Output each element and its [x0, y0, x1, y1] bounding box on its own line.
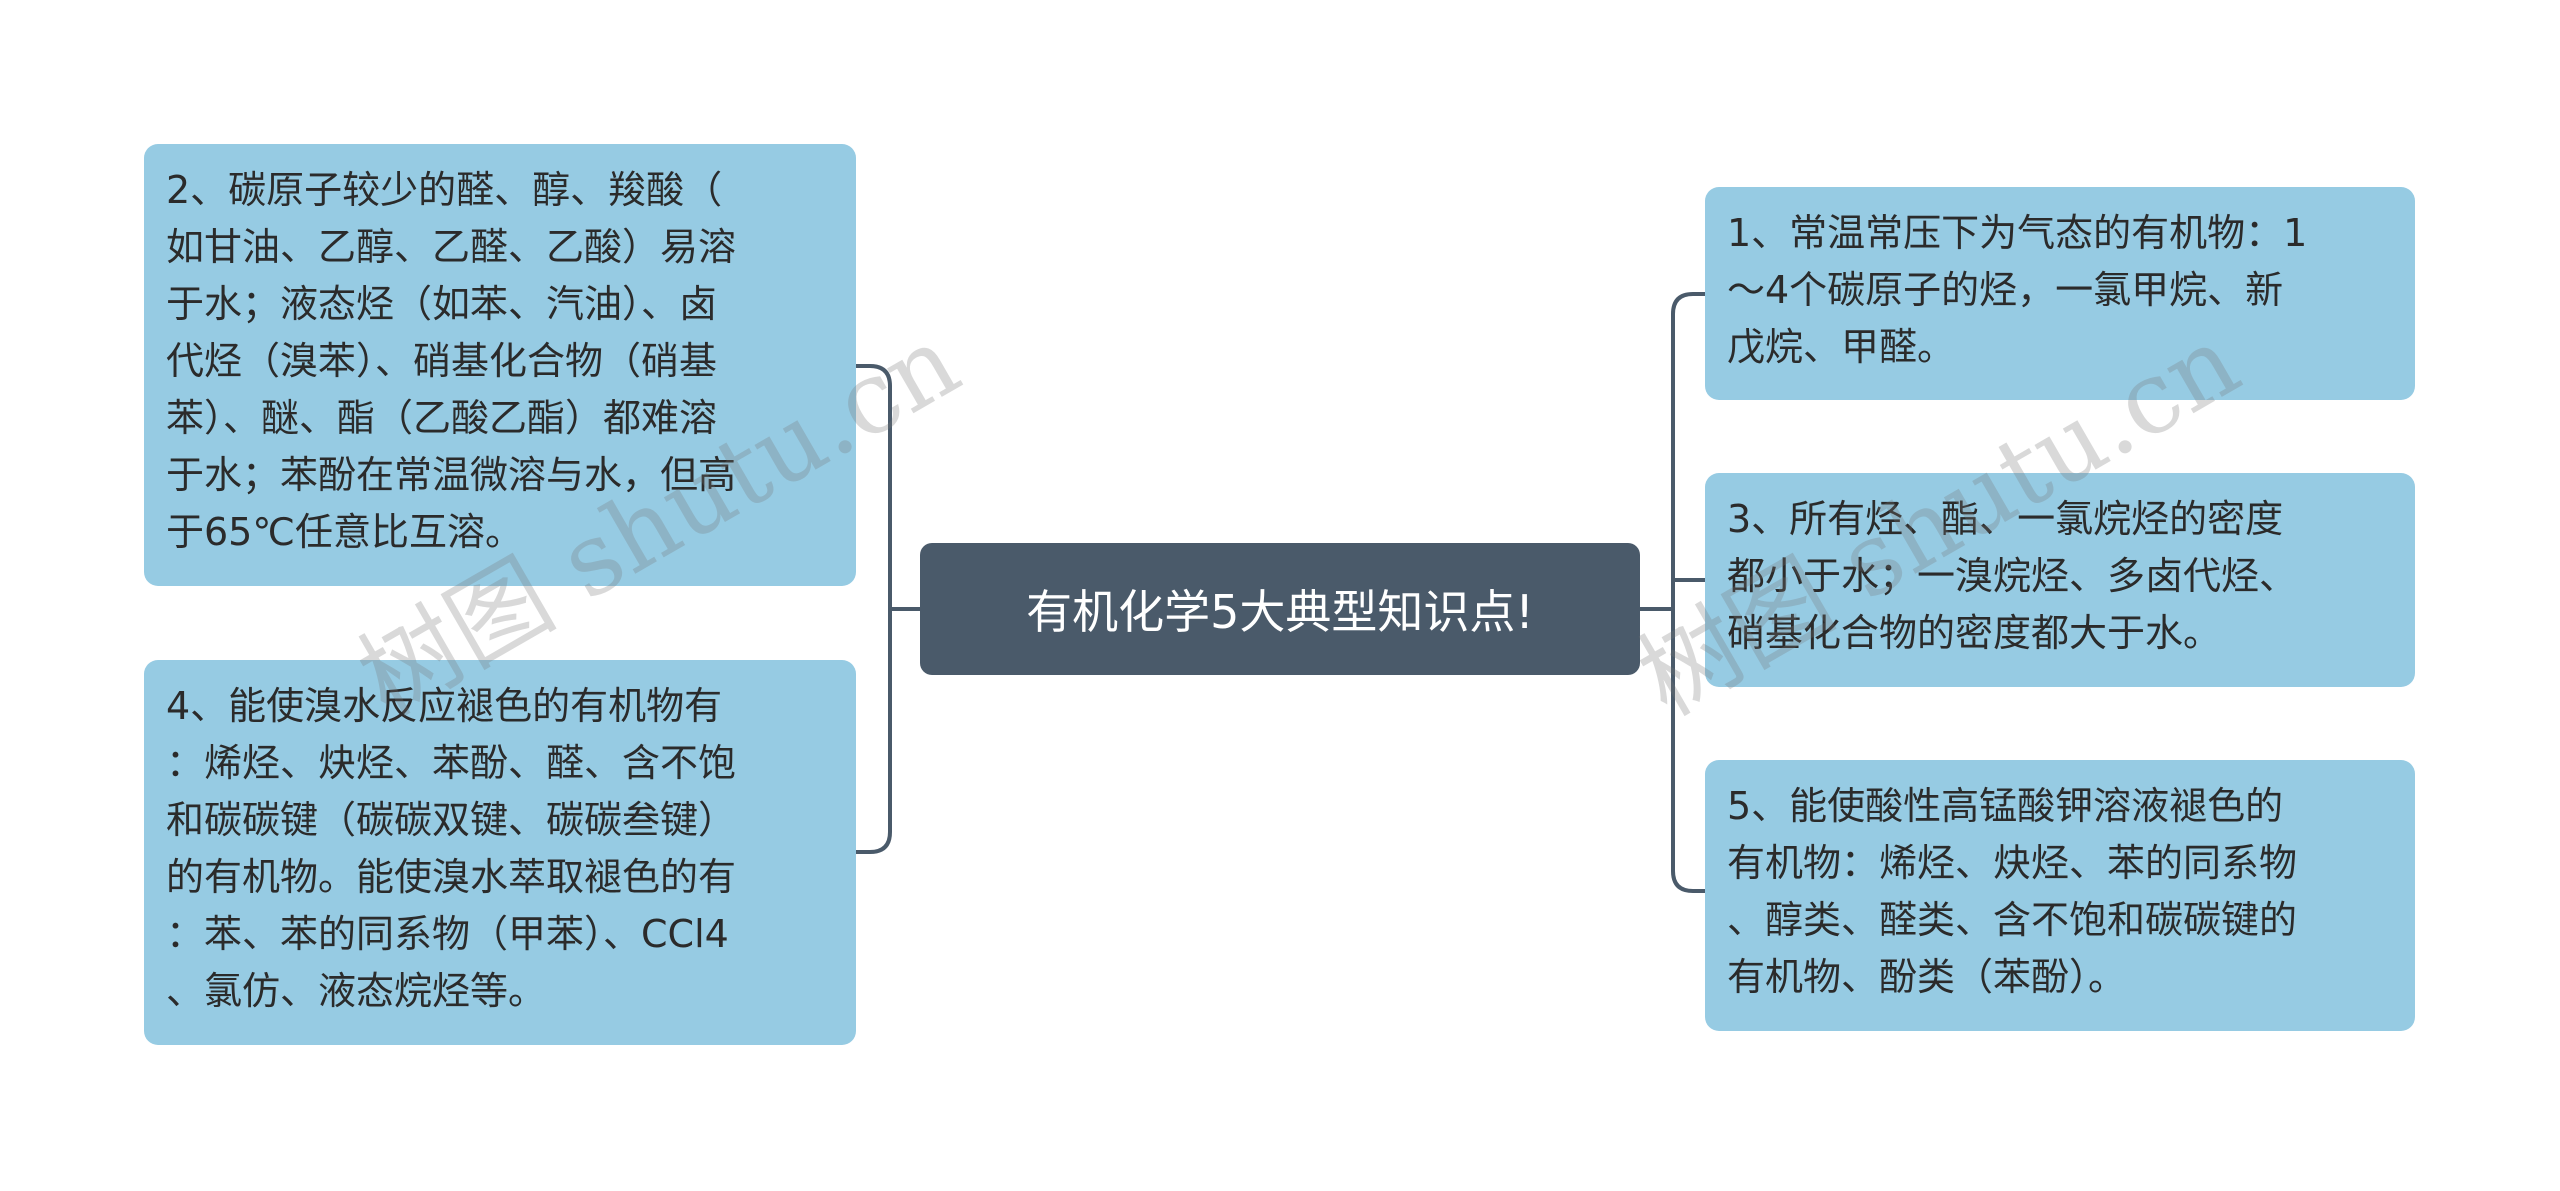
- connector-right: [1640, 292, 1705, 893]
- topic-node-4[interactable]: 4、能使溴水反应褪色的有机物有 ：烯烃、炔烃、苯酚、醛、含不饱 和碳碳键（碳碳双…: [144, 660, 856, 1045]
- connector-left: [856, 364, 920, 854]
- node-text: 和碳碳键（碳碳双键、碳碳叁键）: [166, 798, 737, 842]
- central-topic[interactable]: 有机化学5大典型知识点!: [920, 543, 1640, 675]
- node-text: 1、常温常压下为气态的有机物：1: [1727, 211, 2308, 255]
- node-text: ～4个碳原子的烃，一氯甲烷、新: [1727, 268, 2284, 312]
- node-text: 的有机物。能使溴水萃取褪色的有: [166, 855, 737, 899]
- node-text: ：苯、苯的同系物（甲苯）、CCl4: [166, 912, 729, 956]
- node-text: 、醇类、醛类、含不饱和碳碳键的: [1727, 898, 2298, 942]
- node-text: 2、碳原子较少的醛、醇、羧酸（: [166, 168, 723, 212]
- node-text: 于65℃任意比互溶。: [166, 510, 524, 554]
- node-text: 有机物：烯烃、炔烃、苯的同系物: [1727, 841, 2298, 885]
- node-text: 都小于水；一溴烷烃、多卤代烃、: [1727, 554, 2298, 598]
- node-text: 于水；苯酚在常温微溶与水，但高: [166, 453, 737, 497]
- node-text: 有机物、酚类（苯酚）。: [1727, 955, 2127, 999]
- topic-node-3[interactable]: 3、所有烃、酯、一氯烷烃的密度 都小于水；一溴烷烃、多卤代烃、 硝基化合物的密度…: [1705, 473, 2415, 687]
- node-text: ：烯烃、炔烃、苯酚、醛、含不饱: [166, 741, 737, 785]
- topic-node-2[interactable]: 2、碳原子较少的醛、醇、羧酸（ 如甘油、乙醇、乙醛、乙酸）易溶 于水；液态烃（如…: [144, 144, 856, 586]
- central-topic-title: 有机化学5大典型知识点!: [1026, 585, 1534, 639]
- node-text: 3、所有烃、酯、一氯烷烃的密度: [1727, 497, 2284, 541]
- node-text: 硝基化合物的密度都大于水。: [1727, 611, 2222, 655]
- node-text: 苯）、醚、酯（乙酸乙酯）都难溶: [166, 396, 718, 440]
- node-text: 戊烷、甲醛。: [1727, 325, 1956, 369]
- node-text: 5、能使酸性高锰酸钾溶液褪色的: [1727, 784, 2284, 828]
- node-text: 、氯仿、液态烷烃等。: [166, 969, 547, 1013]
- node-text: 于水；液态烃（如苯、汽油）、卤: [166, 282, 718, 326]
- topic-node-1[interactable]: 1、常温常压下为气态的有机物：1 ～4个碳原子的烃，一氯甲烷、新 戊烷、甲醛。: [1705, 187, 2415, 400]
- node-text: 4、能使溴水反应褪色的有机物有: [166, 684, 723, 728]
- node-text: 如甘油、乙醇、乙醛、乙酸）易溶: [166, 225, 737, 269]
- topic-node-5[interactable]: 5、能使酸性高锰酸钾溶液褪色的 有机物：烯烃、炔烃、苯的同系物 、醇类、醛类、含…: [1705, 760, 2415, 1031]
- node-text: 代烃（溴苯）、硝基化合物（硝基: [166, 339, 718, 383]
